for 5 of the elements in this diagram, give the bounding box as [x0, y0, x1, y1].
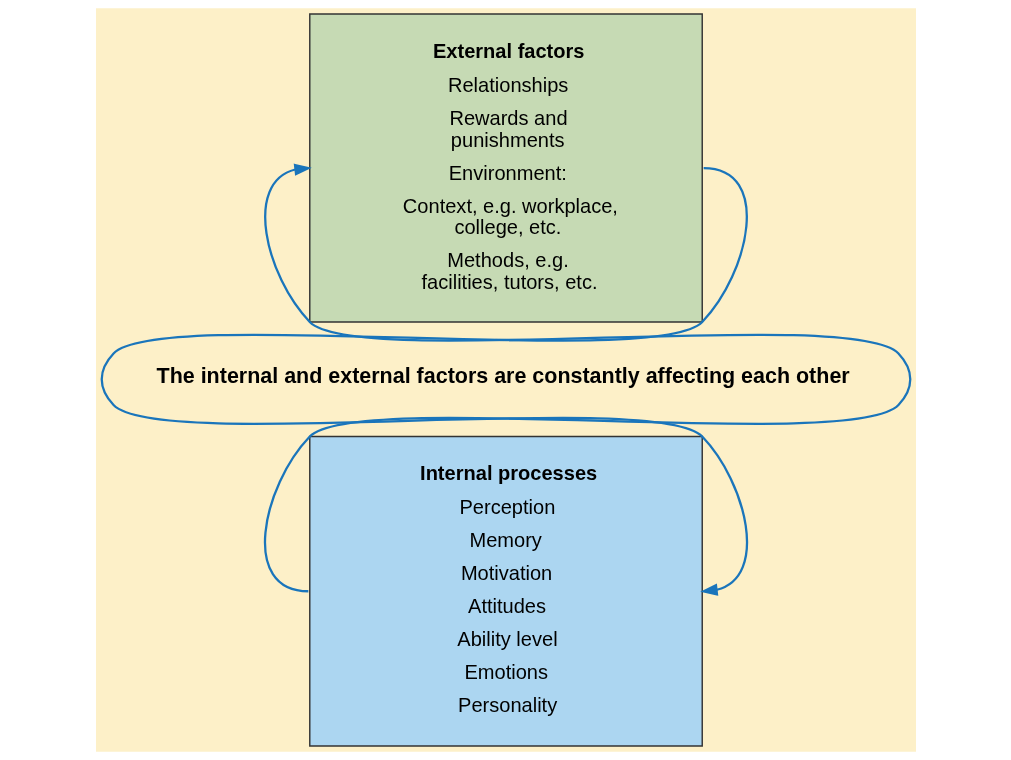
node-box: External factors Relationships Rewards and punishments Environment: Context, e.g. workplace, college, etc. Methods, e.g. facilities, tutors, etc.	[308, 13, 703, 323]
arrow	[100, 166, 748, 596]
arrow	[263, 163, 911, 593]
label: The internal and external factors are constantly affecting each other	[156, 363, 850, 388]
node-box: Internal processes Perception Memory Motivation Attitudes Ability level Emotions Personality	[308, 435, 703, 747]
